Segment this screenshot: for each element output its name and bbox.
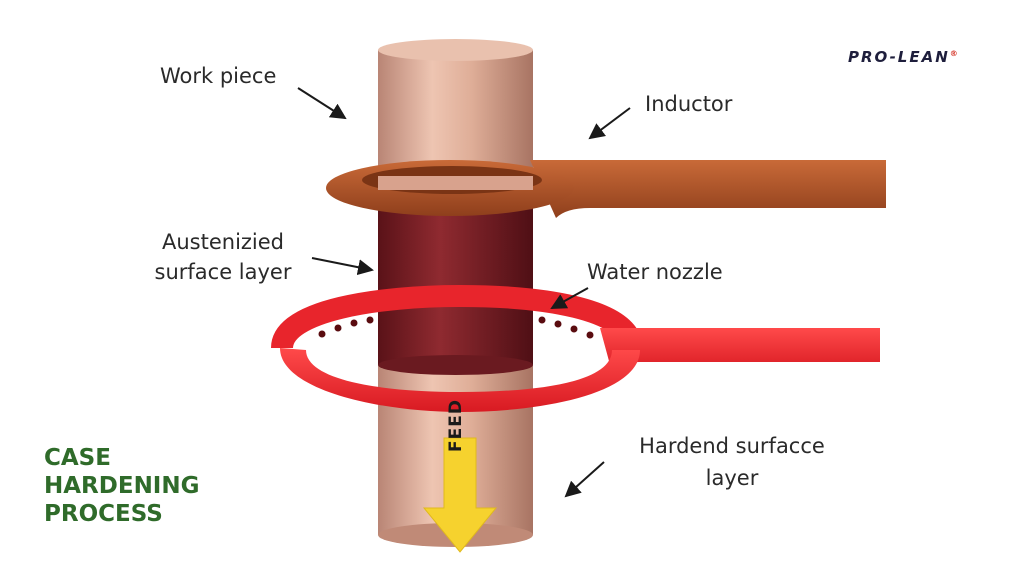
nozzle-holes [318,316,594,339]
nozzle-ring-back [271,284,643,351]
title-line2: HARDENING [44,473,200,499]
label-inductor: Inductor [645,92,733,116]
arrow-water-nozzle [550,287,589,309]
brand-logo: PRO-LEAN® [848,48,960,66]
workpiece-top [378,39,533,61]
austenized-bottom [378,355,533,375]
arrow-inductor [588,107,631,140]
label-work-piece: Work piece [160,64,277,88]
workpiece-in-inductor [378,176,533,190]
austenized-layer [378,205,533,365]
nozzle-arm [600,328,880,372]
logo-text: PRO-LEAN [848,48,950,66]
process-title: CASE HARDENING PROCESS [44,444,200,528]
arrow-work-piece [297,87,347,120]
label-feed: FEED [446,399,466,452]
feed-arrow [422,437,498,553]
logo-mark: ® [949,49,960,58]
inductor-arm [530,160,886,218]
label-austenized-line2: surface layer [154,260,292,284]
label-hardened-line1: Hardend surfacce [639,434,825,458]
nozzle-ring-front [280,348,640,412]
label-hardened-line2: layer [705,466,759,490]
title-line1: CASE [44,445,111,471]
title-line3: PROCESS [44,501,163,527]
label-water-nozzle: Water nozzle [587,260,723,284]
arrow-hardened [564,461,605,498]
arrow-austenized [311,257,374,276]
label-austenized-line1: Austenizied [161,230,285,254]
